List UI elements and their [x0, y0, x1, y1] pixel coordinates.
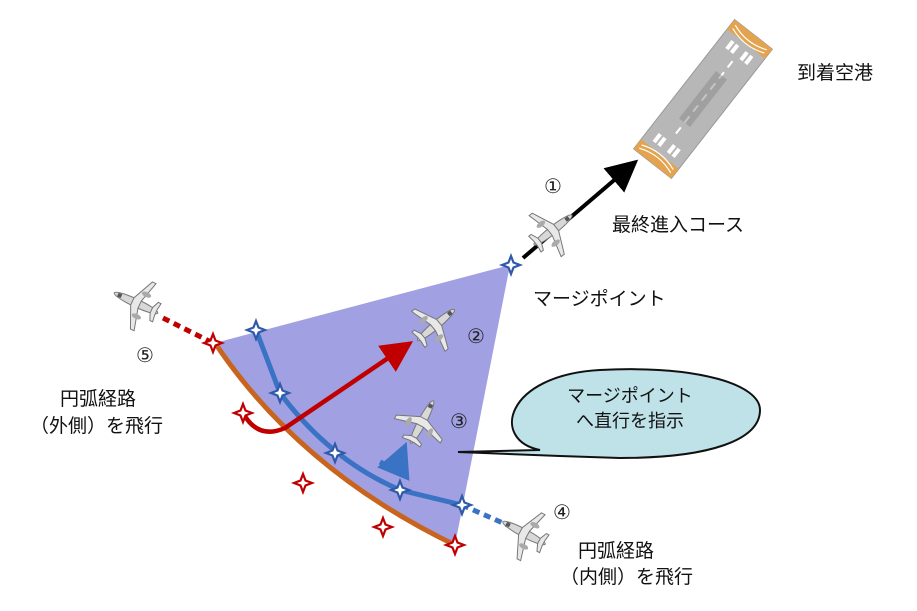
outer-arc-route: [212, 341, 457, 548]
airplane-4-icon: [490, 498, 558, 568]
outer-inbound-dashed: [161, 315, 215, 346]
outer-waypoint-4: [372, 516, 394, 538]
outer-arc-label-line2: （外側）を飛行: [30, 415, 164, 437]
final-course-label: 最終進入コース: [612, 214, 745, 236]
inner-arc-label-line1: 円弧経路: [578, 540, 655, 562]
runway: [632, 18, 774, 180]
direct-route-inner: [377, 441, 410, 481]
callout-bubble: [457, 368, 762, 460]
marker-1: ①: [544, 174, 562, 198]
merge-point-label: マージポイント: [533, 288, 666, 310]
marker-2: ②: [467, 324, 485, 348]
airplane-5-icon: [102, 268, 170, 338]
marker-4: ④: [553, 500, 571, 524]
direct-route-outer: [241, 341, 414, 434]
marker-3: ③: [450, 409, 468, 433]
airport-label: 到着空港: [797, 62, 874, 84]
callout-text-line1: マージポイント: [567, 386, 693, 407]
inner-inbound-dashed: [460, 502, 514, 530]
callout-text-line2: へ直行を指示: [576, 411, 684, 432]
outer-arc-label-line1: 円弧経路: [60, 388, 137, 410]
sequencing-area: [215, 265, 510, 545]
marker-5: ⑤: [136, 343, 154, 367]
inner-arc-label-line2: （内側）を飛行: [560, 566, 694, 588]
outer-waypoint-3: [292, 472, 314, 494]
